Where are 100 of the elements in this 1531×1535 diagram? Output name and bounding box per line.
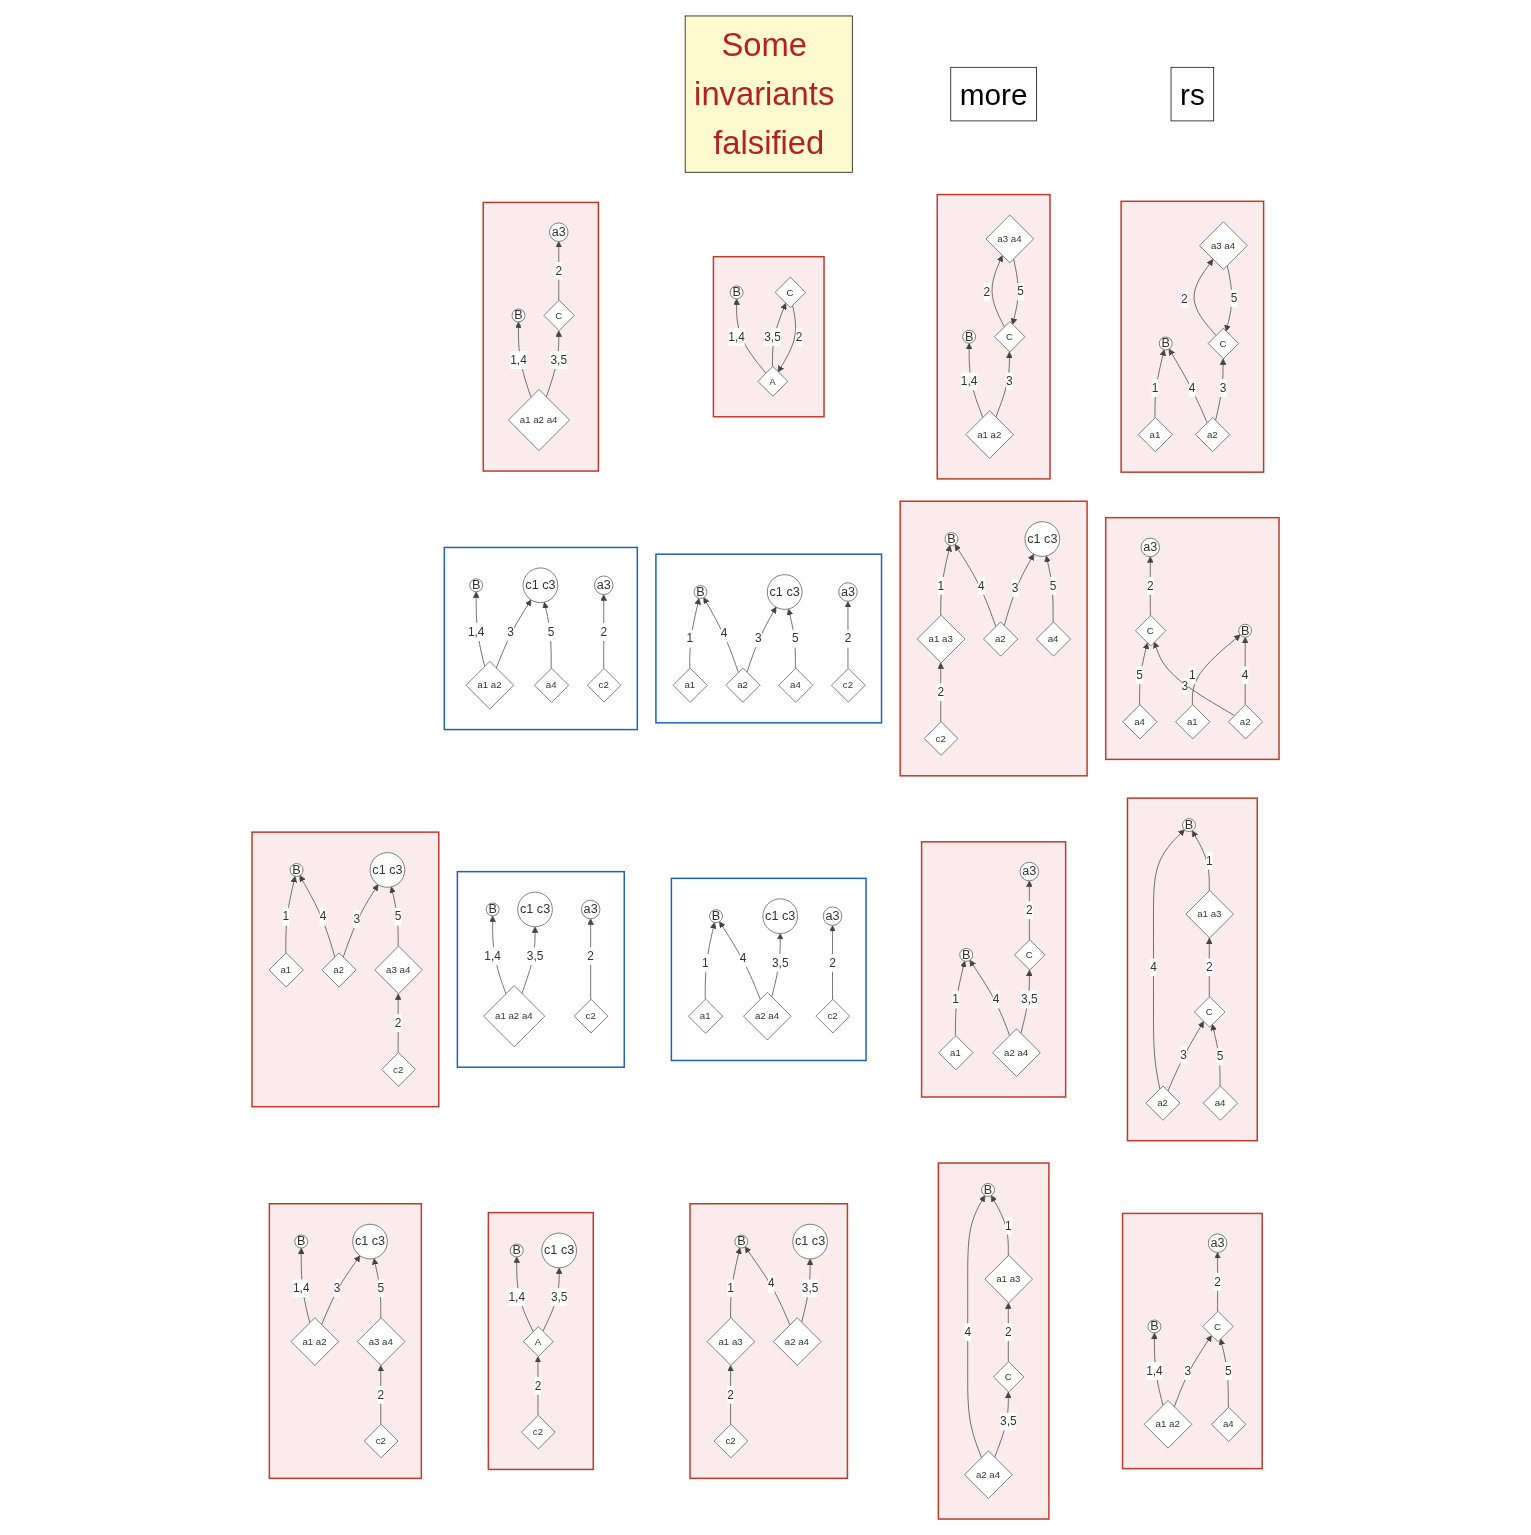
cluster (487, 1211, 594, 1471)
node-circle: a3 (838, 582, 858, 602)
node-diamond: a1 a2 a4 (483, 985, 546, 1048)
edge-label: 1 (1205, 854, 1213, 867)
node-diamond: C (774, 276, 806, 308)
cluster (689, 1203, 849, 1480)
edge-label: 5 (1017, 285, 1024, 298)
edge-label: 4 (767, 1277, 775, 1290)
edge-label: 1,4 (467, 625, 485, 638)
node-circle: c1 c3 (352, 1223, 388, 1260)
edge-label: 2 (1181, 292, 1188, 305)
node-diamond: a1 (688, 998, 724, 1034)
edge-label: 3 (1011, 581, 1019, 595)
edge-label: 4 (739, 952, 747, 965)
node-circle: B (734, 1234, 749, 1249)
edge-label: 3,5 (1000, 1414, 1017, 1428)
edge-label: 4 (1150, 960, 1157, 974)
node-circle: B (729, 285, 744, 300)
edge-label: 3 (755, 631, 762, 645)
node-circle: c1 c3 (517, 891, 553, 928)
node-diamond: a1 (938, 1035, 974, 1071)
node-diamond: C (1207, 327, 1239, 360)
edge-label: 2 (394, 1016, 402, 1030)
node-diamond: a2 (1195, 417, 1231, 453)
cluster (1120, 200, 1265, 473)
edge-label: 3,5 (526, 949, 544, 963)
node-diamond: a4 (1122, 704, 1158, 740)
node-diamond: C (1202, 1310, 1234, 1343)
edge-label: 1 (937, 579, 945, 592)
node-circle: B (1182, 818, 1196, 832)
edge-label: 5 (1216, 1049, 1224, 1063)
node-circle: c1 c3 (1024, 521, 1061, 557)
edge-label: 3,5 (764, 330, 781, 343)
node-diamond: a1 a3 (984, 1254, 1033, 1304)
cluster (268, 1203, 423, 1480)
node-diamond: a1 a3 (916, 614, 966, 664)
node-diamond: A (757, 366, 789, 397)
edge-label: 2 (600, 625, 608, 638)
edge-label: 5 (1049, 579, 1057, 592)
node-diamond: a4 (534, 667, 570, 703)
edge-label: 2 (534, 1379, 542, 1392)
node-diamond: a1 (268, 952, 304, 988)
node-diamond: a1 (1175, 704, 1211, 740)
edge-label: 3,5 (1021, 992, 1038, 1006)
node-diamond: a2 (725, 667, 761, 703)
edge-label: 2 (1146, 579, 1154, 593)
edge-label: 5 (1230, 291, 1238, 305)
node-circle: B (511, 308, 526, 323)
edge-label: 5 (1136, 668, 1143, 682)
edge-label: 3 (507, 625, 514, 638)
cluster (712, 255, 825, 418)
node-box: more (950, 66, 1037, 122)
edge-label: 2 (983, 285, 991, 299)
cluster (251, 831, 440, 1108)
edge-label: 3 (1219, 381, 1227, 395)
edge-label: 3 (1180, 1048, 1187, 1062)
node-circle: c1 c3 (766, 574, 803, 610)
node-circle: B (962, 329, 976, 344)
edge-label: 1 (1151, 381, 1159, 395)
node-diamond: a2 (1145, 1085, 1181, 1121)
edge-label: 2 (829, 956, 836, 969)
node-diamond: c2 (521, 1414, 556, 1450)
node-diamond: a3 a4 (356, 1317, 406, 1366)
edge-label: 1,4 (508, 1290, 526, 1304)
node-diamond: a4 (1211, 1406, 1247, 1442)
node-diamond: a3 a4 (374, 945, 423, 995)
node-diamond: a1 a2 (465, 661, 514, 710)
node-diamond: C (543, 299, 575, 332)
edge-label: 2 (795, 330, 803, 343)
node-circle: c1 c3 (792, 1223, 828, 1260)
node-circle: B (1147, 1319, 1162, 1334)
node-diamond: a1 a2 a4 (508, 389, 570, 451)
node-circle: B (1158, 336, 1173, 351)
node-circle: B (1238, 623, 1252, 638)
node-diamond: C (1135, 615, 1167, 647)
edge-label: 2 (1205, 960, 1213, 974)
edge-label: 2 (377, 1388, 385, 1401)
edge-label: 1,4 (484, 949, 501, 963)
edge-label: 3 (1006, 374, 1013, 388)
node-circle: c1 c3 (541, 1232, 577, 1269)
node-circle: B (469, 578, 483, 593)
cluster (1121, 1212, 1263, 1470)
cluster (920, 841, 1067, 1098)
node-diamond: C (1194, 996, 1226, 1028)
node-circle: a3 (1140, 537, 1160, 558)
edge-label: 3 (1181, 679, 1189, 693)
node-diamond: C (994, 321, 1026, 353)
node-diamond: a4 (1202, 1085, 1238, 1121)
edge-label: 5 (547, 625, 555, 638)
edge-label: 2 (727, 1388, 734, 1401)
edge-label: 4 (977, 579, 985, 592)
node-diamond: a2 (321, 952, 357, 988)
node-diamond: A (523, 1326, 554, 1357)
edge-label: 2 (1026, 903, 1033, 917)
edge-label: 3,5 (771, 956, 789, 969)
cluster (443, 546, 639, 731)
node-diamond: C (993, 1361, 1025, 1393)
edge-label: 5 (792, 632, 799, 645)
edge-label: 1 (282, 910, 290, 923)
node-diamond: c2 (586, 668, 622, 703)
